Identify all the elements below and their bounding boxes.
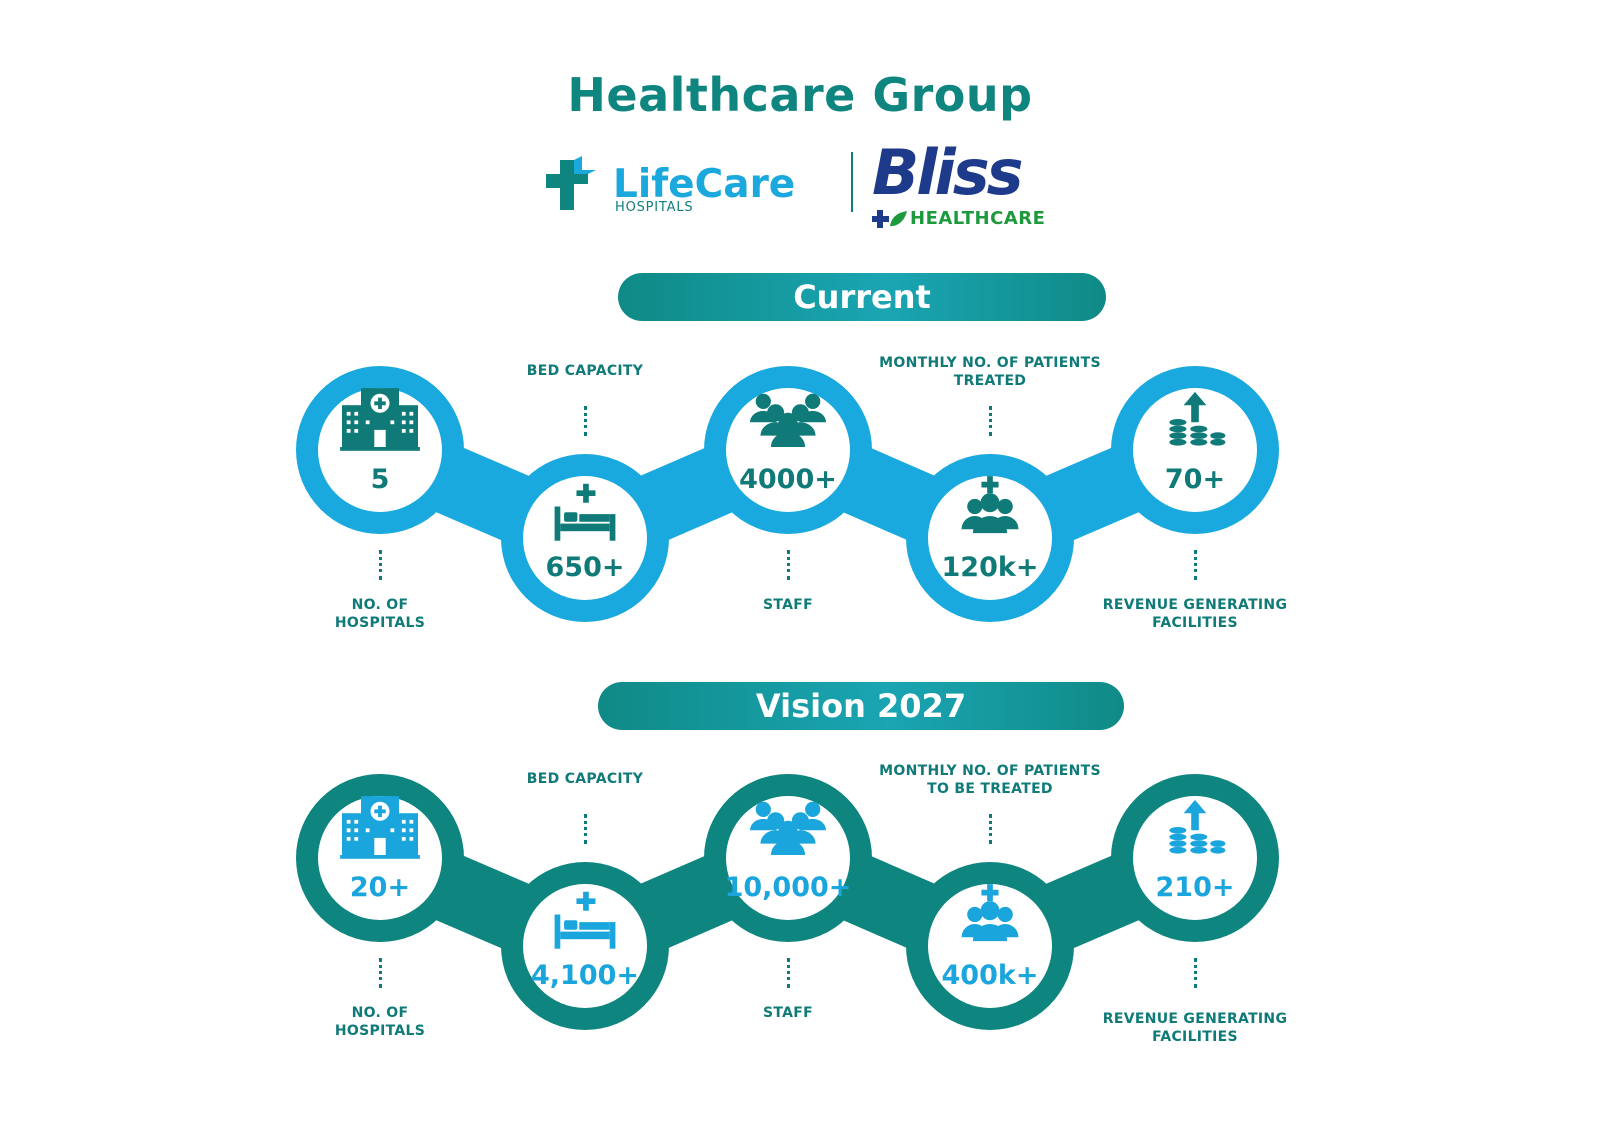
bliss-logo-name: Bliss	[872, 136, 1024, 209]
lifecare-logo-sub: HOSPITALS	[615, 200, 694, 215]
dotted-leader	[787, 958, 790, 988]
metric-label: NO. OF HOSPITALS	[334, 1005, 426, 1039]
dotted-leader	[584, 814, 587, 844]
lifecare-logo-name: LifeCare	[613, 162, 796, 207]
chain-node-inner	[928, 476, 1052, 600]
metric-label: STAFF	[762, 1005, 813, 1021]
chain-node-inner	[1133, 796, 1257, 920]
metric-value: 70+	[1164, 464, 1226, 495]
metric-label: BED CAPACITY	[526, 771, 644, 787]
dotted-leader	[989, 406, 992, 436]
metric-value: 10,000+	[724, 872, 852, 903]
current-chain	[296, 366, 1279, 622]
dotted-leader	[989, 814, 992, 844]
logo-divider	[851, 152, 853, 212]
dotted-leader	[787, 550, 790, 580]
bliss-leaf-cross-icon	[872, 210, 907, 228]
metric-value: 120k+	[941, 552, 1039, 583]
metric-value: 5	[370, 464, 390, 495]
vision-chain	[296, 774, 1279, 1030]
lifecare-cross-logo-icon	[546, 156, 596, 210]
metric-label: MONTHLY NO. OF PATIENTS TO BE TREATED	[879, 763, 1101, 797]
metric-value: 4000+	[739, 464, 837, 495]
metric-value: 210+	[1155, 872, 1235, 903]
dotted-leader	[379, 550, 382, 580]
metric-value: 400k+	[941, 960, 1039, 991]
metric-value: 20+	[349, 872, 411, 903]
metric-label: REVENUE GENERATING FACILITIES	[1102, 1011, 1288, 1045]
chain-node-inner	[1133, 388, 1257, 512]
chain-node-inner	[523, 476, 647, 600]
metric-label: BED CAPACITY	[526, 363, 644, 379]
chain-node-inner	[523, 884, 647, 1008]
dotted-leader	[584, 406, 587, 436]
metric-label: NO. OF HOSPITALS	[334, 597, 426, 631]
dotted-leader	[1194, 550, 1197, 580]
vision-heading: Vision 2027	[598, 682, 1124, 730]
bliss-logo-sub: HEALTHCARE	[910, 208, 1046, 229]
metric-value: 4,100+	[530, 960, 640, 991]
current-heading: Current	[618, 273, 1106, 321]
metric-label: MONTHLY NO. OF PATIENTS TREATED	[879, 355, 1101, 389]
dotted-leader	[379, 958, 382, 988]
chain-node-inner	[928, 884, 1052, 1008]
dotted-leader	[1194, 958, 1197, 988]
metric-value: 650+	[545, 552, 625, 583]
metric-label: STAFF	[762, 597, 813, 613]
page-title: Healthcare Group	[567, 68, 1033, 122]
metric-label: REVENUE GENERATING FACILITIES	[1102, 597, 1288, 631]
